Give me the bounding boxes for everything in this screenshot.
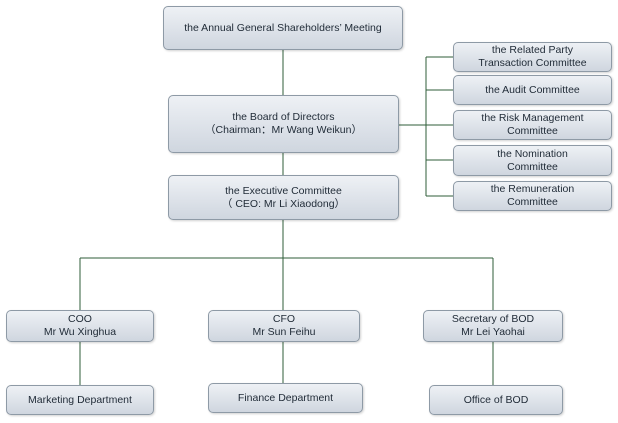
node-agm-line-1: the Annual General Shareholders’ Meeting [184, 21, 382, 34]
node-board-line-1: the Board of Directors [232, 111, 335, 123]
node-nomination-line-1: the Nomination [497, 147, 568, 160]
node-board-line-2: （Chairman：Mr Wang Weikun） [205, 124, 362, 136]
node-cfo: CFO Mr Sun Feihu [208, 310, 360, 342]
node-nomination-committee: the Nomination Committee [453, 145, 612, 176]
node-coo-line-2: Mr Wu Xinghua [43, 326, 117, 338]
node-secretary-line-1: Secretary of BOD [451, 313, 535, 325]
node-remuneration-line-2: Committee [507, 196, 558, 208]
node-remuneration-line-1: the Remuneration [490, 183, 575, 195]
node-exec-line-1: the Executive Committee [225, 184, 342, 197]
node-nomination-line-2: Committee [507, 160, 558, 173]
node-marketing-department: Marketing Department [6, 385, 154, 415]
node-secretary: Secretary of BOD Mr Lei Yaohai [423, 310, 563, 342]
node-coo: COO Mr Wu Xinghua [6, 310, 154, 342]
node-risk-committee: the Risk Management Committee [453, 110, 612, 140]
node-coo-line-1: COO [68, 313, 92, 325]
node-office-line-1: Office of BOD [463, 393, 529, 406]
node-secretary-line-2: Mr Lei Yaohai [461, 326, 525, 338]
node-office-of-bod: Office of BOD [429, 385, 563, 415]
node-cfo-line-1: CFO [272, 313, 296, 325]
node-audit-committee: the Audit Committee [453, 75, 612, 105]
node-cfo-line-2: Mr Sun Feihu [252, 326, 316, 338]
node-exec-line-2: （ CEO: Mr Li Xiaodong） [221, 197, 346, 210]
node-audit-line-1: the Audit Committee [485, 83, 580, 96]
node-finance-department: Finance Department [208, 383, 363, 413]
node-related-party-committee: the Related Party Transaction Committee [453, 42, 612, 72]
node-exec: the Executive Committee （ CEO: Mr Li Xia… [168, 175, 399, 220]
node-risk-line-2: Committee [507, 125, 558, 137]
node-board: the Board of Directors （Chairman：Mr Wang… [168, 95, 399, 153]
node-related-party-line-2: Transaction Committee [478, 57, 587, 69]
node-agm: the Annual General Shareholders’ Meeting [163, 6, 403, 50]
node-remuneration-committee: the Remuneration Committee [453, 181, 612, 211]
node-marketing-line-1: Marketing Department [28, 393, 132, 406]
node-related-party-line-1: the Related Party [491, 44, 574, 56]
node-finance-line-1: Finance Department [237, 391, 334, 404]
node-risk-line-1: the Risk Management [481, 112, 584, 124]
